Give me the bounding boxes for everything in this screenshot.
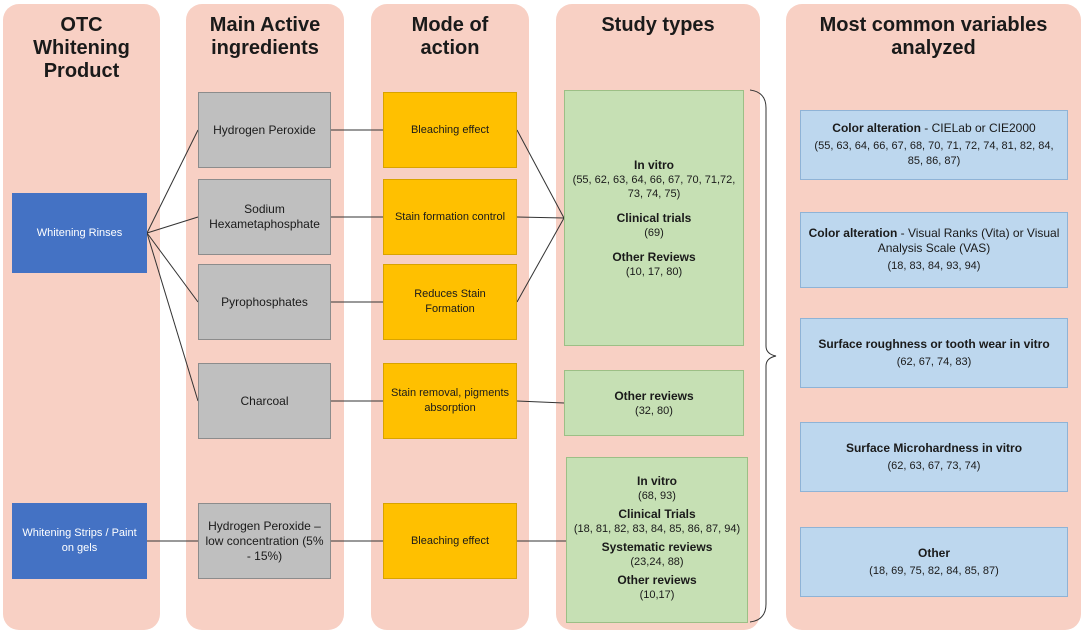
connector-line <box>516 216 565 219</box>
study-heading: Clinical trials <box>616 210 692 225</box>
connector-line <box>146 232 199 303</box>
study-heading: Clinical Trials <box>618 507 696 521</box>
ingredient-pyrophosphates: Pyrophosphates <box>198 264 331 340</box>
mode-label: Reduces Stain Formation <box>414 288 486 315</box>
variable-color-alteration-visual: Color alteration - Visual Ranks (Vita) o… <box>800 212 1068 288</box>
study-heading: Systematic reviews <box>601 540 713 554</box>
mode-label: Bleaching effect <box>410 123 490 136</box>
ingredient-label: Sodium Hexametaphosphate <box>209 202 320 231</box>
study-heading: Other Reviews <box>612 249 696 264</box>
connector-line <box>516 400 565 404</box>
connector-line <box>146 232 199 402</box>
study-refs: (32, 80) <box>635 404 673 417</box>
study-heading: Other reviews <box>614 388 694 403</box>
mode-bleaching-effect-low: Bleaching effect <box>383 503 517 579</box>
study-group-rinses: In vitro (55, 62, 63, 64, 66, 67, 70, 71… <box>564 90 744 346</box>
product-whitening-strips: Whitening Strips / Paint on gels <box>12 503 147 579</box>
column-title: OTC Whitening Product <box>33 14 130 82</box>
variable-other: Other (18, 69, 75, 82, 84, 85, 87) <box>800 527 1068 597</box>
variable-title-bold: Surface Microhardness in vitro <box>845 440 1023 455</box>
study-refs: (23,24, 88) <box>630 556 684 568</box>
study-refs: (69) <box>644 226 664 239</box>
variable-title: Color alteration - CIELab or CIE2000 <box>832 121 1035 136</box>
study-heading: In vitro <box>633 157 674 172</box>
ingredient-sodium-hexametaphosphate: Sodium Hexametaphosphate <box>198 179 331 255</box>
product-label: Whitening Strips / Paint on gels <box>22 527 137 554</box>
product-whitening-rinses: Whitening Rinses <box>12 193 147 273</box>
study-heading: In vitro <box>636 474 677 488</box>
variable-refs: (18, 83, 84, 93, 94) <box>887 260 981 272</box>
variable-title-bold: Surface roughness or tooth wear in vitro <box>818 336 1050 351</box>
variable-surface-roughness: Surface roughness or tooth wear in vitro… <box>800 318 1068 388</box>
mode-label: Stain removal, pigments absorption <box>391 387 509 414</box>
variable-refs: (18, 69, 75, 82, 84, 85, 87) <box>869 564 999 577</box>
ingredient-label: Pyrophosphates <box>221 294 308 309</box>
variable-refs: (62, 63, 67, 73, 74) <box>887 459 981 472</box>
study-refs: (10,17) <box>639 589 675 601</box>
ingredient-label: Charcoal <box>240 393 289 408</box>
variable-title-bold: Color alteration <box>808 226 898 240</box>
variable-surface-microhardness: Surface Microhardness in vitro (62, 63, … <box>800 422 1068 492</box>
mode-bleaching-effect: Bleaching effect <box>383 92 517 168</box>
mode-reduces-stain-formation: Reduces Stain Formation <box>383 264 517 340</box>
study-refs: (68, 93) <box>638 490 676 502</box>
study-heading: Other reviews <box>617 573 697 587</box>
variable-title: Other <box>918 546 950 561</box>
study-refs: (18, 81, 82, 83, 84, 85, 86, 87, 94) <box>573 523 741 535</box>
connector-line <box>146 216 199 234</box>
study-refs: (55, 62, 63, 64, 66, 67, 70, 71,72, 73, … <box>572 173 736 200</box>
variable-refs: (55, 63, 64, 66, 67, 68, 70, 71, 72, 74,… <box>814 140 1054 167</box>
connector-line <box>516 217 565 303</box>
bracket <box>749 89 777 623</box>
variable-color-alteration-cielab: Color alteration - CIELab or CIE2000 (55… <box>800 110 1068 180</box>
column-title: Mode of action <box>411 14 489 59</box>
product-label: Whitening Rinses <box>36 226 123 239</box>
ingredient-hydrogen-peroxide-low: Hydrogen Peroxide – low concentration (5… <box>198 503 331 579</box>
variable-title-rest: - Visual Ranks (Vita) or Visual Analysis… <box>877 226 1060 255</box>
variable-title: Surface roughness or tooth wear in vitro <box>818 337 1049 352</box>
connector-line <box>516 129 565 219</box>
variable-title-bold: Color alteration <box>832 121 921 135</box>
variable-title: Surface Microhardness in vitro <box>846 441 1022 456</box>
variable-title-rest: - CIELab or CIE2000 <box>920 121 1036 135</box>
study-group-strips: In vitro (68, 93) Clinical Trials (18, 8… <box>566 457 748 623</box>
ingredient-label: Hydrogen Peroxide – low concentration (5… <box>205 518 324 563</box>
column-title: Most common variables analyzed <box>819 14 1048 59</box>
mode-stain-removal: Stain removal, pigments absorption <box>383 363 517 439</box>
ingredient-label: Hydrogen Peroxide <box>213 122 316 137</box>
study-group-charcoal: Other reviews (32, 80) <box>564 370 744 436</box>
study-refs: (10, 17, 80) <box>625 265 683 278</box>
variable-refs: (62, 67, 74, 83) <box>896 355 972 368</box>
ingredient-hydrogen-peroxide: Hydrogen Peroxide <box>198 92 331 168</box>
connector-line <box>146 129 199 234</box>
column-variables: Most common variables analyzed <box>786 4 1081 630</box>
mode-label: Bleaching effect <box>410 534 490 547</box>
column-title: Study types <box>601 14 715 36</box>
variable-title: Color alteration - Visual Ranks (Vita) o… <box>807 226 1061 256</box>
mode-stain-formation-control: Stain formation control <box>383 179 517 255</box>
variable-title-bold: Other <box>917 545 950 560</box>
column-title: Main Active ingredients <box>209 14 321 59</box>
ingredient-charcoal: Charcoal <box>198 363 331 439</box>
mode-label: Stain formation control <box>394 210 506 223</box>
